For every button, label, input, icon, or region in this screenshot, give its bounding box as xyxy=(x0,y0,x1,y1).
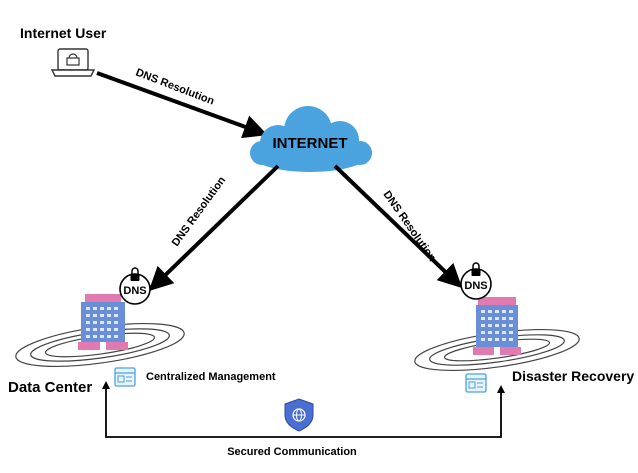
internet-user-label: Internet User xyxy=(20,25,107,41)
dashboard-window-icon xyxy=(465,373,487,393)
padlock-icon xyxy=(471,262,481,276)
internet-label: INTERNET xyxy=(273,135,348,152)
dashboard-window-icon xyxy=(114,367,136,387)
edge-user-to-internet xyxy=(96,71,268,139)
padlock-icon xyxy=(130,267,140,281)
datacenter-dns-text: DNS xyxy=(123,285,146,297)
connector-arrowhead-left xyxy=(102,381,110,389)
secured-communication-label: Secured Communication xyxy=(227,446,357,458)
datacenter-building-icon xyxy=(78,294,128,350)
recovery-building-icon xyxy=(473,297,521,355)
shield-globe-icon xyxy=(284,398,314,432)
connector-arrowhead-right xyxy=(497,385,505,393)
datacenter-dns-badge: DNS xyxy=(119,273,151,305)
data-center-label: Data Center xyxy=(8,379,92,396)
edge-internet-to-recovery xyxy=(333,164,463,289)
edge-label-internet-recovery: DNS Resolution xyxy=(381,189,439,264)
edge-label-internet-datacenter: DNS Resolution xyxy=(170,174,229,249)
edge-internet-to-datacenter xyxy=(148,164,280,292)
secured-communication-connector xyxy=(105,383,502,438)
recovery-dns-text: DNS xyxy=(464,280,487,292)
laptop-icon xyxy=(50,48,96,77)
centralized-management-label: Centralized Management xyxy=(146,371,276,383)
disaster-recovery-label: Disaster Recovery xyxy=(512,368,634,384)
cloud-icon xyxy=(250,106,372,172)
recovery-dns-badge: DNS xyxy=(460,268,492,300)
